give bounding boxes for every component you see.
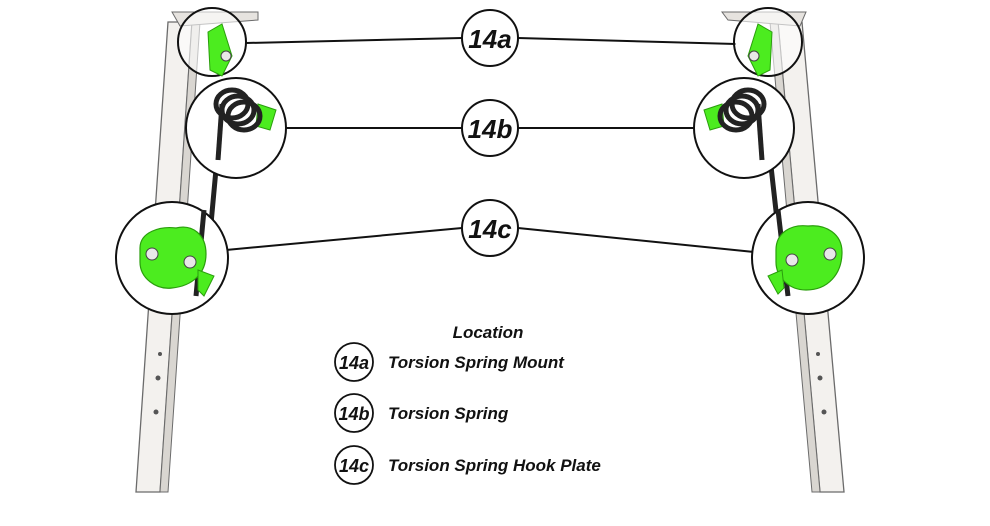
- legend-item-14a: 14a Torsion Spring Mount: [334, 342, 565, 382]
- connector-lines: [225, 37, 755, 253]
- callout-label: 14c: [468, 214, 512, 244]
- legend-item-label: Torsion Spring Hook Plate: [388, 456, 601, 475]
- legend-item-14b: 14b Torsion Spring: [334, 393, 509, 433]
- legend-heading: Location: [453, 323, 524, 342]
- callout-14b[interactable]: 14b: [461, 99, 519, 157]
- legend-item-label: Torsion Spring Mount: [388, 353, 565, 372]
- callout-14c[interactable]: 14c: [461, 199, 519, 257]
- legend-item-id: 14b: [338, 404, 369, 424]
- legend-item-14c: 14c Torsion Spring Hook Plate: [334, 445, 601, 485]
- left-mount-detail[interactable]: [177, 7, 247, 77]
- plate-bolt-icon: [145, 247, 159, 261]
- plate-bolt-icon: [823, 247, 837, 261]
- plate-bolt-icon: [785, 253, 799, 267]
- left-spring-detail[interactable]: [185, 77, 287, 179]
- plate-bolt-icon: [183, 255, 197, 269]
- right-mount-detail[interactable]: [733, 7, 803, 77]
- callout-label: 14a: [468, 24, 511, 54]
- callout-14a[interactable]: 14a: [461, 9, 519, 67]
- mount-bolt-icon: [748, 50, 760, 62]
- legend-item-id: 14a: [339, 353, 369, 373]
- callout-label: 14b: [468, 114, 513, 144]
- mount-bolt-icon: [220, 50, 232, 62]
- left-hook-plate-detail[interactable]: [115, 201, 229, 315]
- legend: Location 14a Torsion Spring Mount 14b To…: [334, 323, 601, 485]
- legend-item-label: Torsion Spring: [388, 404, 509, 423]
- right-spring-detail[interactable]: [693, 77, 795, 179]
- legend-item-id: 14c: [339, 456, 369, 476]
- right-hook-plate-detail[interactable]: [751, 201, 865, 315]
